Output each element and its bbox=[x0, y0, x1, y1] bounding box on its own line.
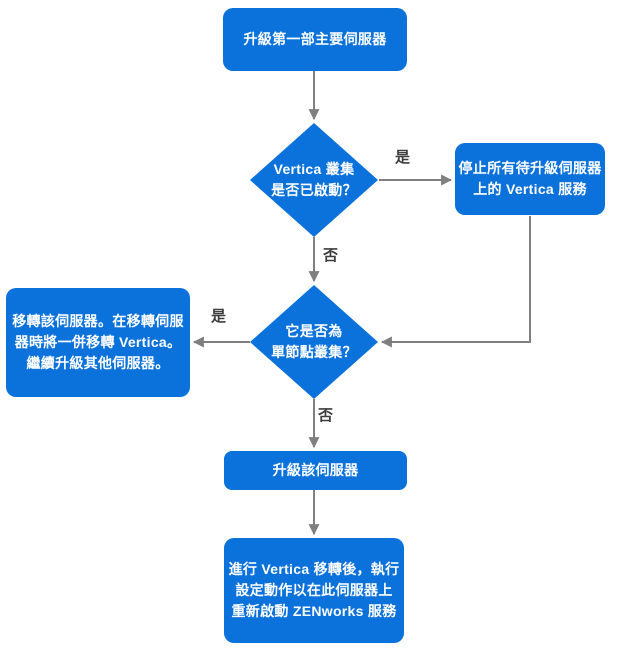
node-stop-vertica-services: 停止所有待升級伺服器 上的 Vertica 服務 bbox=[455, 143, 605, 215]
node-label-line: 器時將一併移轉 Vertica。 bbox=[14, 334, 182, 350]
node-upgrade-server: 升級該伺服器 bbox=[224, 451, 407, 490]
node-migrate-server: 移轉該伺服器。在移轉伺服 器時將一併移轉 Vertica。 繼續升級其他伺服器。 bbox=[6, 288, 190, 397]
node-label-line: 停止所有待升級伺服器 bbox=[458, 160, 602, 176]
node-label-line: 它是否為 bbox=[285, 323, 343, 339]
edge-label-cluster-no: 否 bbox=[323, 247, 339, 264]
node-configure-restart-zenworks: 進行 Vertica 移轉後，執行 設定動作以在此伺服器上 重新啟動 ZENwo… bbox=[224, 538, 404, 643]
node-label-line: 上的 Vertica 服務 bbox=[473, 181, 587, 197]
edge-label-single-node-yes: 是 bbox=[211, 308, 227, 325]
node-label-line: 進行 Vertica 移轉後，執行 bbox=[228, 561, 400, 577]
node-label-line: 繼續升級其他伺服器。 bbox=[26, 355, 170, 371]
node-label-line: 設定動作以在此伺服器上 bbox=[235, 582, 393, 598]
edge-label-cluster-yes: 是 bbox=[395, 149, 411, 166]
node-label-line: 是否已啟動？ bbox=[271, 182, 357, 198]
connector-stop-to-single-node-question bbox=[380, 216, 531, 348]
node-label-line: 單節點叢集？ bbox=[271, 344, 357, 360]
node-label-line: 移轉該伺服器。在移轉伺服 bbox=[12, 313, 184, 329]
node-label-line: 重新啟動 ZENworks 服務 bbox=[231, 603, 397, 619]
edge-label-single-node-no: 否 bbox=[318, 407, 334, 424]
node-label: 升級第一部主要伺服器 bbox=[243, 31, 387, 47]
node-upgrade-first-primary-server: 升級第一部主要伺服器 bbox=[223, 8, 407, 71]
node-label: 升級該伺服器 bbox=[272, 462, 359, 478]
node-label-line: Vertica 叢集 bbox=[273, 161, 355, 177]
